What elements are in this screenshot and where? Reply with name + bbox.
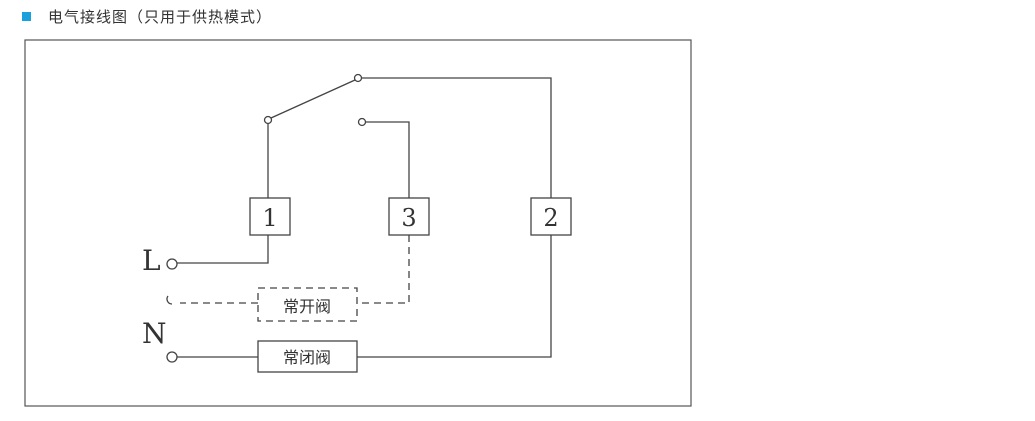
switch-blade <box>270 79 356 119</box>
normally-open-valve <box>257 287 358 322</box>
switch-common-contact <box>263 115 273 125</box>
neutral-terminal <box>166 351 178 363</box>
title-marker-icon <box>22 12 31 21</box>
normally-open-valve-label: 常开阀 <box>283 297 331 316</box>
wire-to-terminal-3 <box>366 121 410 198</box>
neutral-open-contact <box>166 295 173 305</box>
switch-contact-lower <box>357 117 367 127</box>
terminal-3-label: 3 <box>401 204 416 232</box>
wire-to-terminal-2 <box>362 77 552 198</box>
title-text: 电气接线图（只用于供热模式） <box>48 8 273 26</box>
terminal-1 <box>249 197 291 236</box>
live-label: L <box>142 244 161 277</box>
diagram-frame <box>24 39 692 407</box>
wire-live <box>177 235 269 264</box>
wire-nc-valve-to-terminal-2 <box>357 235 552 358</box>
live-terminal <box>166 258 178 270</box>
terminal-1-label: 1 <box>262 204 277 232</box>
switch-contact-upper <box>353 73 363 83</box>
neutral-label: N <box>142 317 167 350</box>
normally-closed-valve-label: 常闭阀 <box>283 348 331 367</box>
wire-no-valve-right <box>358 235 410 304</box>
diagram-title: 电气接线图（只用于供热模式） <box>22 6 272 27</box>
terminal-2-label: 2 <box>543 204 558 232</box>
